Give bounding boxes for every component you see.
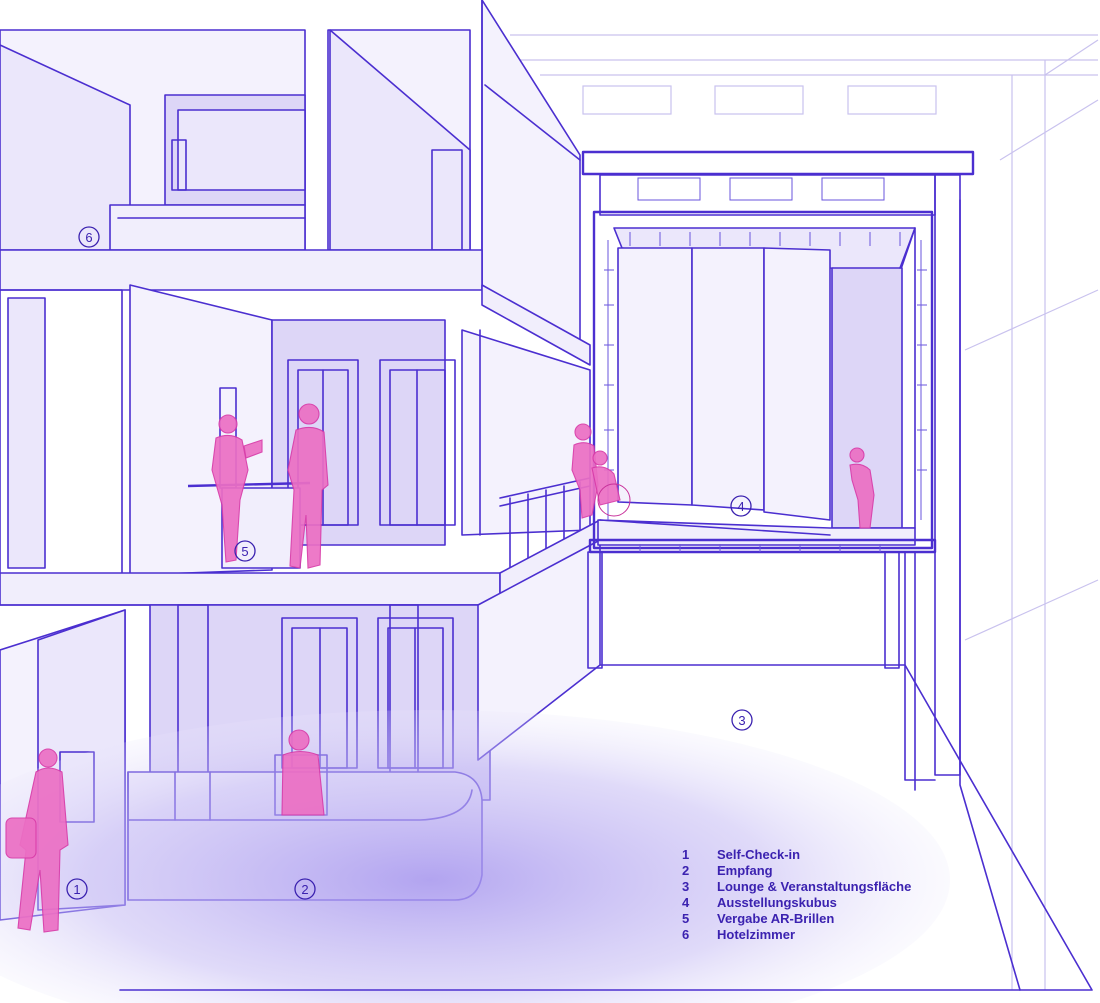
svg-text:6: 6: [85, 230, 92, 245]
exhibition-cube: [581, 150, 1021, 991]
marker-4: 4: [730, 495, 752, 517]
lounge-floor-outline: [119, 664, 1093, 991]
person-ar-staff: [211, 414, 263, 563]
svg-text:2: 2: [301, 882, 308, 897]
person-ar-visitor: [287, 403, 329, 569]
legend-number: 6: [682, 927, 689, 942]
legend-number: 3: [682, 879, 689, 894]
person-self-checkin: [5, 748, 69, 933]
legend-label-ar-brillen: Vergabe AR-Brillen: [717, 911, 834, 926]
marker-6: 6: [78, 226, 100, 248]
legend-label-ausstellungskubus: Ausstellungskubus: [717, 895, 837, 910]
person-exhibition: [849, 447, 875, 529]
legend-label-empfang: Empfang: [717, 863, 773, 878]
person-wheelchair-group: [571, 423, 631, 519]
legend-label-self-checkin: Self-Check-in: [717, 847, 800, 862]
legend-number: 1: [682, 847, 689, 862]
svg-text:4: 4: [737, 499, 744, 514]
svg-text:5: 5: [241, 544, 248, 559]
person-reception: [281, 729, 325, 816]
svg-text:1: 1: [73, 882, 80, 897]
upper-levels: [0, 0, 591, 366]
svg-text:3: 3: [738, 713, 745, 728]
legend-number: 4: [682, 895, 690, 910]
legend-label-lounge: Lounge & Veranstaltungsfläche: [717, 879, 911, 894]
legend-label-hotelzimmer: Hotelzimmer: [717, 927, 795, 942]
legend-number: 2: [682, 863, 689, 878]
marker-5: 5: [234, 540, 256, 562]
background-facade: [510, 34, 1099, 990]
legend-number: 5: [682, 911, 689, 926]
lounge-floor: [0, 710, 950, 1003]
marker-2: 2: [294, 878, 316, 900]
marker-1: 1: [66, 878, 88, 900]
legend: 1 Self-Check-in 2 Empfang 3 Lounge & Ver…: [682, 847, 911, 942]
marker-3: 3: [731, 709, 753, 731]
